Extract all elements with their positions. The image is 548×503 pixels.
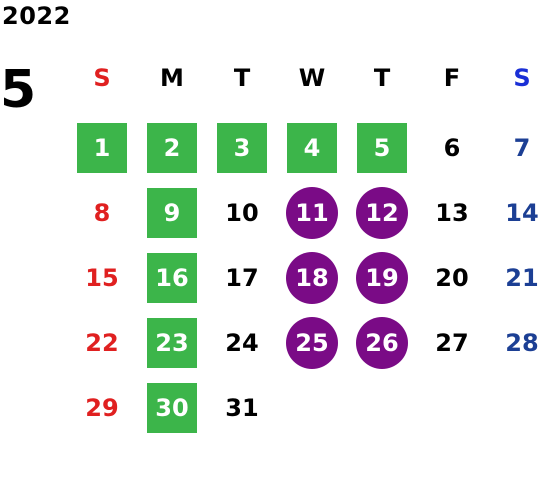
day-number: 7 xyxy=(513,134,531,162)
day-cell-monday[interactable]: 23 xyxy=(142,313,202,373)
day-cell-saturday[interactable]: 7 xyxy=(492,118,548,178)
day-cell-monday[interactable]: 30 xyxy=(142,378,202,438)
day-number: 15 xyxy=(85,264,119,292)
day-cell-sunday[interactable]: 15 xyxy=(72,248,132,308)
day-number: 27 xyxy=(435,329,469,357)
day-cell-thursday[interactable]: 12 xyxy=(352,183,412,243)
day-cell-monday[interactable]: 16 xyxy=(142,248,202,308)
day-number-highlight-green: 30 xyxy=(147,383,197,433)
day-number: 8 xyxy=(93,199,111,227)
day-number-highlight-purple: 18 xyxy=(286,252,338,304)
day-number-highlight-green: 2 xyxy=(147,123,197,173)
weekday-header-row: S M T W T F S xyxy=(66,48,548,112)
day-cell-wednesday[interactable]: 4 xyxy=(282,118,342,178)
day-number-highlight-purple: 12 xyxy=(356,187,408,239)
day-cell-tuesday[interactable]: 17 xyxy=(212,248,272,308)
month-number: 5 xyxy=(0,60,37,120)
day-number-highlight-purple: 26 xyxy=(356,317,408,369)
weekday-header-sunday: S xyxy=(93,64,111,92)
weekday-header-tuesday: T xyxy=(233,64,251,92)
day-cell-saturday[interactable]: 14 xyxy=(492,183,548,243)
day-number: 10 xyxy=(225,199,259,227)
day-cell-sunday[interactable]: 29 xyxy=(72,378,132,438)
day-cell-friday[interactable]: 6 xyxy=(422,118,482,178)
day-cell-tuesday[interactable]: 24 xyxy=(212,313,272,373)
day-number: 13 xyxy=(435,199,469,227)
day-cell-thursday[interactable]: 19 xyxy=(352,248,412,308)
day-number-highlight-green: 4 xyxy=(287,123,337,173)
day-number: 28 xyxy=(505,329,539,357)
calendar-week-row: 22 23 24 25 26 27 28 xyxy=(66,313,548,377)
weekday-header-thursday: T xyxy=(373,64,391,92)
day-cell-friday xyxy=(422,378,482,438)
day-cell-thursday xyxy=(352,378,412,438)
day-number: 21 xyxy=(505,264,539,292)
day-cell-sunday[interactable]: 8 xyxy=(72,183,132,243)
day-cell-thursday[interactable]: 5 xyxy=(352,118,412,178)
day-number: 17 xyxy=(225,264,259,292)
day-cell-friday[interactable]: 27 xyxy=(422,313,482,373)
day-number: 22 xyxy=(85,329,119,357)
year-label: 2022 xyxy=(2,2,71,30)
day-cell-friday[interactable]: 13 xyxy=(422,183,482,243)
day-cell-tuesday[interactable]: 31 xyxy=(212,378,272,438)
day-number-highlight-green: 16 xyxy=(147,253,197,303)
day-cell-wednesday[interactable]: 11 xyxy=(282,183,342,243)
weekday-header-friday: F xyxy=(443,64,461,92)
day-cell-tuesday[interactable]: 10 xyxy=(212,183,272,243)
day-cell-thursday[interactable]: 26 xyxy=(352,313,412,373)
day-number-highlight-green: 3 xyxy=(217,123,267,173)
day-cell-wednesday[interactable]: 18 xyxy=(282,248,342,308)
day-cell-wednesday[interactable]: 25 xyxy=(282,313,342,373)
day-number: 24 xyxy=(225,329,259,357)
day-cell-saturday[interactable]: 28 xyxy=(492,313,548,373)
day-number-highlight-green: 9 xyxy=(147,188,197,238)
day-number-highlight-green: 23 xyxy=(147,318,197,368)
weekday-header-monday: M xyxy=(160,64,184,92)
day-number-highlight-purple: 11 xyxy=(286,187,338,239)
day-cell-sunday[interactable]: 1 xyxy=(72,118,132,178)
day-cell-saturday xyxy=(492,378,548,438)
day-number: 31 xyxy=(225,394,259,422)
weekday-header-saturday: S xyxy=(513,64,531,92)
day-number: 6 xyxy=(443,134,461,162)
day-cell-monday[interactable]: 9 xyxy=(142,183,202,243)
day-number: 14 xyxy=(505,199,539,227)
day-cell-monday[interactable]: 2 xyxy=(142,118,202,178)
weekday-header-wednesday: W xyxy=(298,64,326,92)
day-number: 20 xyxy=(435,264,469,292)
day-cell-friday[interactable]: 20 xyxy=(422,248,482,308)
calendar-week-row: 15 16 17 18 19 20 21 xyxy=(66,248,548,312)
day-number-highlight-purple: 19 xyxy=(356,252,408,304)
day-number: 29 xyxy=(85,394,119,422)
day-cell-saturday[interactable]: 21 xyxy=(492,248,548,308)
day-number-highlight-green: 1 xyxy=(77,123,127,173)
calendar-week-row: 29 30 31 xyxy=(66,378,548,442)
calendar-week-row: 8 9 10 11 12 13 14 xyxy=(66,183,548,247)
day-number-highlight-purple: 25 xyxy=(286,317,338,369)
day-cell-tuesday[interactable]: 3 xyxy=(212,118,272,178)
day-cell-wednesday xyxy=(282,378,342,438)
day-number-highlight-green: 5 xyxy=(357,123,407,173)
day-cell-sunday[interactable]: 22 xyxy=(72,313,132,373)
